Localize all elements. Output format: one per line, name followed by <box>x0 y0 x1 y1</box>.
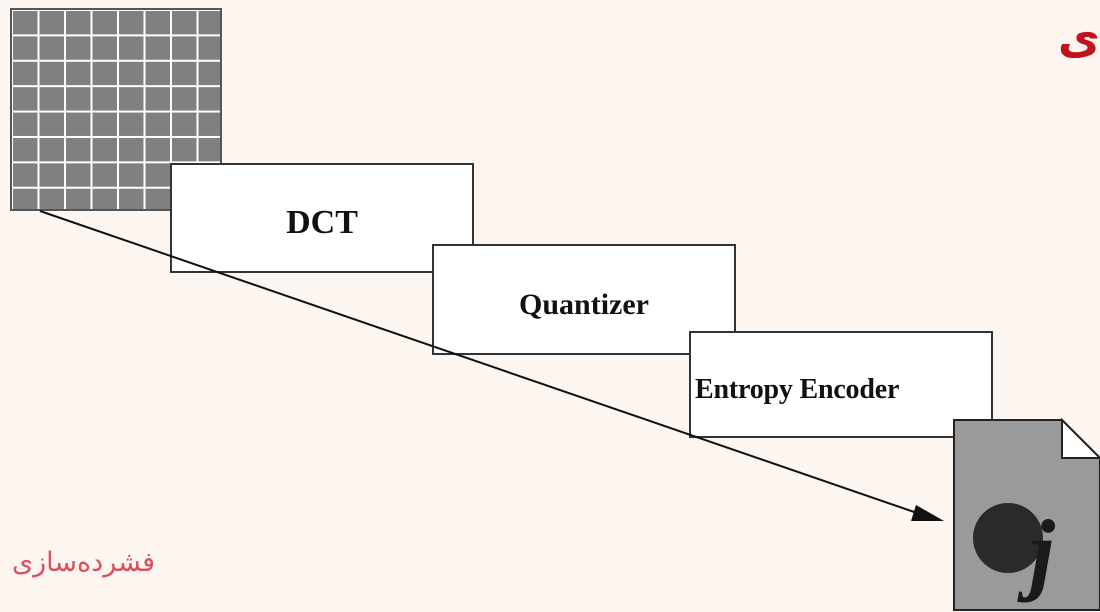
pixel-grid-icon <box>10 8 222 211</box>
quantizer-stage-label: Quantizer <box>519 287 649 321</box>
entropy-encoder-stage-box: Entropy Encoder <box>689 331 993 438</box>
jpeg-file-icon: j <box>953 418 1100 611</box>
entropy-encoder-stage-label: Entropy Encoder <box>695 373 900 405</box>
title-fragment: ی <box>1057 10 1100 64</box>
dct-stage-box: DCT <box>170 163 474 273</box>
flow-arrow-head <box>911 505 944 521</box>
dct-stage-label: DCT <box>286 204 358 241</box>
footer-label: فشرده‌سازی <box>12 547 156 578</box>
